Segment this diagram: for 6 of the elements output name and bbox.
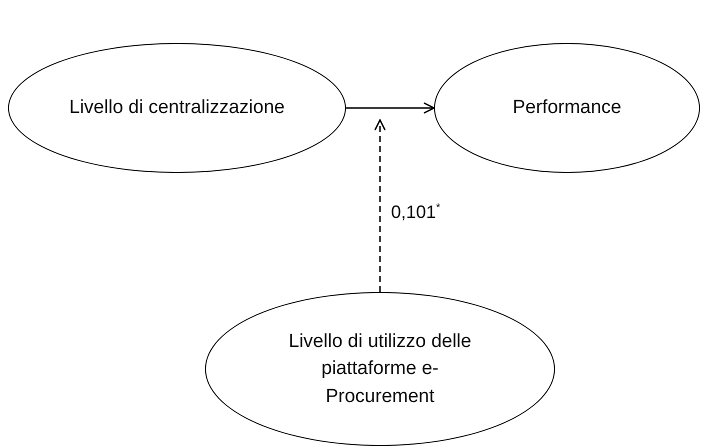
edge-label: 0,101$^{*}$ [391, 202, 440, 223]
arrow [374, 119, 386, 292]
node-label: Livello di utilizzo delle piattaforme e-Procurement [288, 330, 472, 409]
arrow [346, 102, 435, 114]
node-label: Performance [512, 96, 622, 120]
node-label: Livello di centralizzazione [69, 96, 285, 120]
